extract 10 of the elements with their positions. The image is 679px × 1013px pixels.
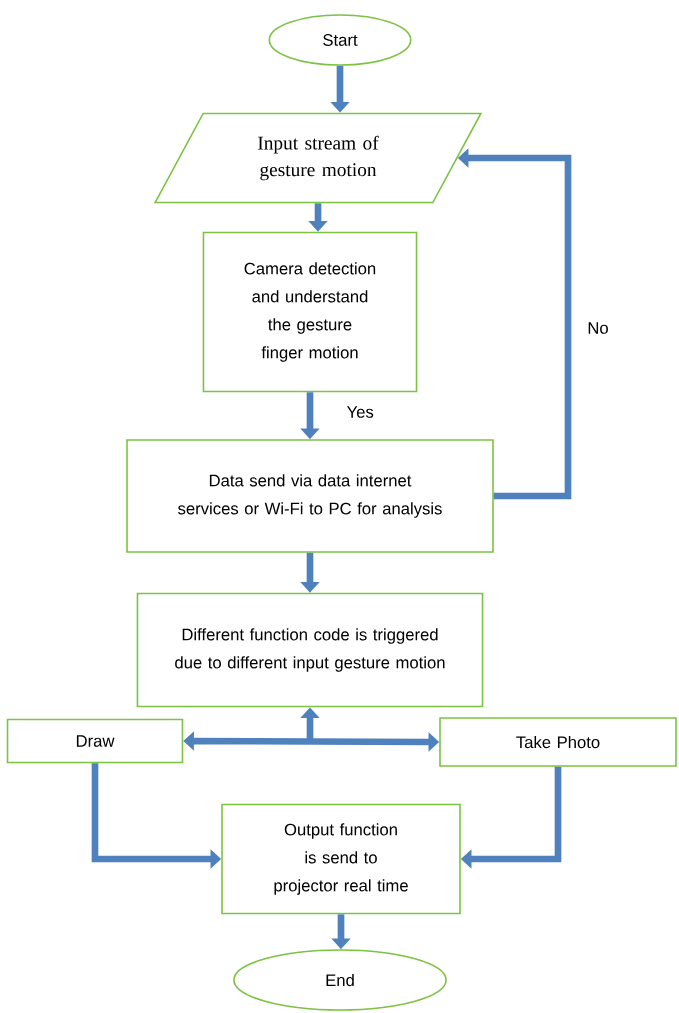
process-box: Output function is send to projector real time xyxy=(221,803,461,915)
process-box: Draw xyxy=(6,718,184,764)
end-oval: End xyxy=(233,949,447,1011)
process-box: Take Photo xyxy=(439,717,677,767)
process-box: Different function code is triggered due to different input gesture motion xyxy=(136,592,484,708)
edge-label: Yes xyxy=(347,406,374,418)
process-box: Camera detection and understand the gesture finger motion xyxy=(202,231,418,393)
process-box: Data send via data internet services or Wi-Fi to PC for analysis xyxy=(126,439,494,553)
start-oval: Start xyxy=(268,14,412,66)
edge-label: No xyxy=(588,322,608,334)
